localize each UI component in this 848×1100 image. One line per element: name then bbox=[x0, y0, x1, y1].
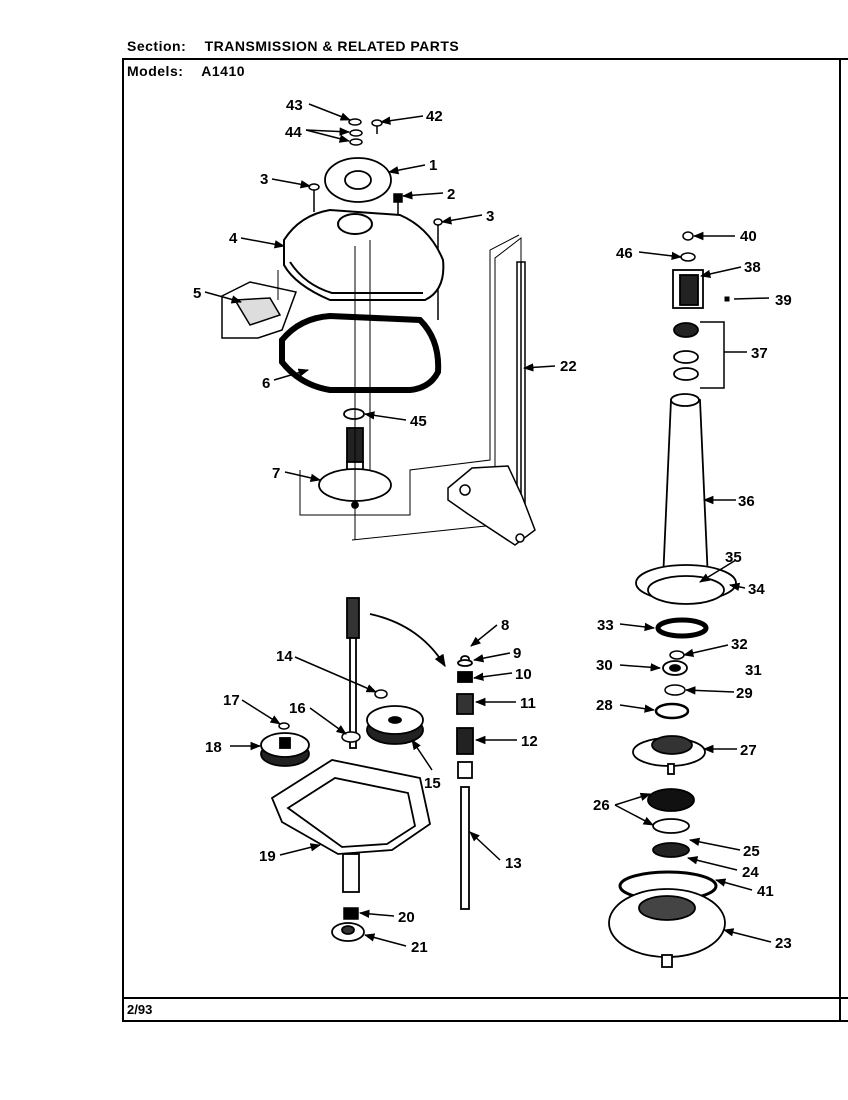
callout-41: 41 bbox=[757, 883, 774, 900]
callout-30: 30 bbox=[596, 657, 613, 674]
part-26-seals bbox=[647, 788, 695, 834]
frame-border bbox=[122, 58, 848, 1022]
callout-28: 28 bbox=[596, 697, 613, 714]
callout-5: 5 bbox=[193, 285, 201, 302]
part-30-bearing bbox=[662, 660, 688, 676]
part-46-washer bbox=[680, 252, 696, 262]
callout-22: 22 bbox=[560, 358, 577, 375]
callout-8: 8 bbox=[501, 617, 509, 634]
callout-29: 29 bbox=[736, 685, 753, 702]
callout-9: 9 bbox=[513, 645, 521, 662]
section-label: Section: bbox=[127, 38, 187, 54]
part-28-o-ring bbox=[654, 702, 690, 720]
part-23-mounting-base bbox=[608, 888, 726, 968]
callout-21: 21 bbox=[411, 939, 428, 956]
callout-24: 24 bbox=[742, 864, 759, 881]
part-20-bearing bbox=[343, 907, 359, 920]
callout-19: 19 bbox=[259, 848, 276, 865]
callout-3-right: 3 bbox=[486, 208, 494, 225]
part-14-washer bbox=[374, 689, 388, 699]
part-3-screw-left bbox=[308, 183, 320, 212]
part-5-shield bbox=[221, 281, 298, 339]
callout-32: 32 bbox=[731, 636, 748, 653]
part-19-shaft bbox=[346, 597, 360, 749]
callout-16: 16 bbox=[289, 700, 306, 717]
part-15-gear bbox=[366, 705, 424, 745]
part-4-transmission-cover bbox=[283, 208, 445, 301]
part-42-screw bbox=[371, 119, 383, 134]
callout-36: 36 bbox=[738, 493, 755, 510]
part-25-bearing bbox=[652, 842, 690, 858]
callout-33: 33 bbox=[597, 617, 614, 634]
callout-37: 37 bbox=[751, 345, 768, 362]
callout-20: 20 bbox=[398, 909, 415, 926]
callout-38: 38 bbox=[744, 259, 761, 276]
callout-14: 14 bbox=[276, 648, 293, 665]
part-34-flange bbox=[635, 564, 737, 605]
callout-45: 45 bbox=[410, 413, 427, 430]
callout-6: 6 bbox=[262, 375, 270, 392]
part-1-plate bbox=[324, 157, 392, 203]
part-13-shaft-assembly bbox=[456, 655, 474, 910]
part-33-o-ring bbox=[655, 617, 709, 639]
callout-2: 2 bbox=[447, 186, 455, 203]
part-18-gear bbox=[260, 732, 310, 767]
callout-18: 18 bbox=[205, 739, 222, 756]
models-value: A1410 bbox=[201, 63, 246, 79]
callout-23: 23 bbox=[775, 935, 792, 952]
callout-42: 42 bbox=[426, 108, 443, 125]
models-label: Models: bbox=[127, 63, 184, 79]
callout-43: 43 bbox=[286, 97, 303, 114]
callout-labels: 1 2 3 3 4 5 6 7 8 9 10 11 12 13 14 15 16… bbox=[193, 97, 792, 956]
callout-31: 31 bbox=[745, 662, 762, 679]
callout-26: 26 bbox=[593, 797, 610, 814]
spline-path-arrow bbox=[369, 613, 446, 668]
callout-4: 4 bbox=[229, 230, 238, 247]
part-27-bearing-housing bbox=[632, 735, 706, 775]
callout-40: 40 bbox=[740, 228, 757, 245]
part-43-washer bbox=[348, 118, 362, 126]
part-36-agitator-shaft-tube bbox=[662, 393, 709, 581]
callout-27: 27 bbox=[740, 742, 757, 759]
callout-25: 25 bbox=[743, 843, 760, 860]
callout-3-left: 3 bbox=[260, 171, 268, 188]
section-title: TRANSMISSION & RELATED PARTS bbox=[204, 38, 460, 54]
callout-34: 34 bbox=[748, 581, 765, 598]
part-6-gasket bbox=[279, 312, 442, 393]
callout-17: 17 bbox=[223, 692, 240, 709]
callout-11: 11 bbox=[520, 695, 536, 712]
callout-13: 13 bbox=[505, 855, 522, 872]
part-19-gear-case bbox=[270, 759, 432, 893]
models-header: Models: A1410 bbox=[127, 63, 245, 79]
part-29-washer bbox=[664, 684, 686, 696]
part-44-washers bbox=[349, 129, 363, 146]
part-45-o-ring bbox=[343, 408, 365, 420]
callout-1: 1 bbox=[429, 157, 437, 174]
callout-15: 15 bbox=[424, 775, 441, 792]
callout-44: 44 bbox=[285, 124, 302, 141]
part-40-clip bbox=[682, 231, 694, 241]
callout-35: 35 bbox=[725, 549, 742, 566]
part-22-lever bbox=[447, 465, 536, 546]
part-37-seal-kit bbox=[673, 322, 699, 381]
leader-lines bbox=[204, 103, 772, 947]
part-21-seal bbox=[331, 922, 365, 942]
part-32-clip bbox=[669, 650, 685, 660]
revision-date: 2/93 bbox=[127, 1002, 153, 1017]
callout-12: 12 bbox=[521, 733, 538, 750]
part-22-shaft bbox=[516, 261, 526, 513]
section-header: Section: TRANSMISSION & RELATED PARTS bbox=[127, 38, 459, 54]
part-38-coupling bbox=[672, 269, 704, 309]
callout-10: 10 bbox=[515, 666, 532, 683]
callout-39: 39 bbox=[775, 292, 792, 309]
callout-7: 7 bbox=[272, 465, 280, 482]
callout-46: 46 bbox=[616, 245, 633, 262]
part-17-pin bbox=[278, 722, 290, 730]
part-39-pin bbox=[724, 296, 730, 302]
